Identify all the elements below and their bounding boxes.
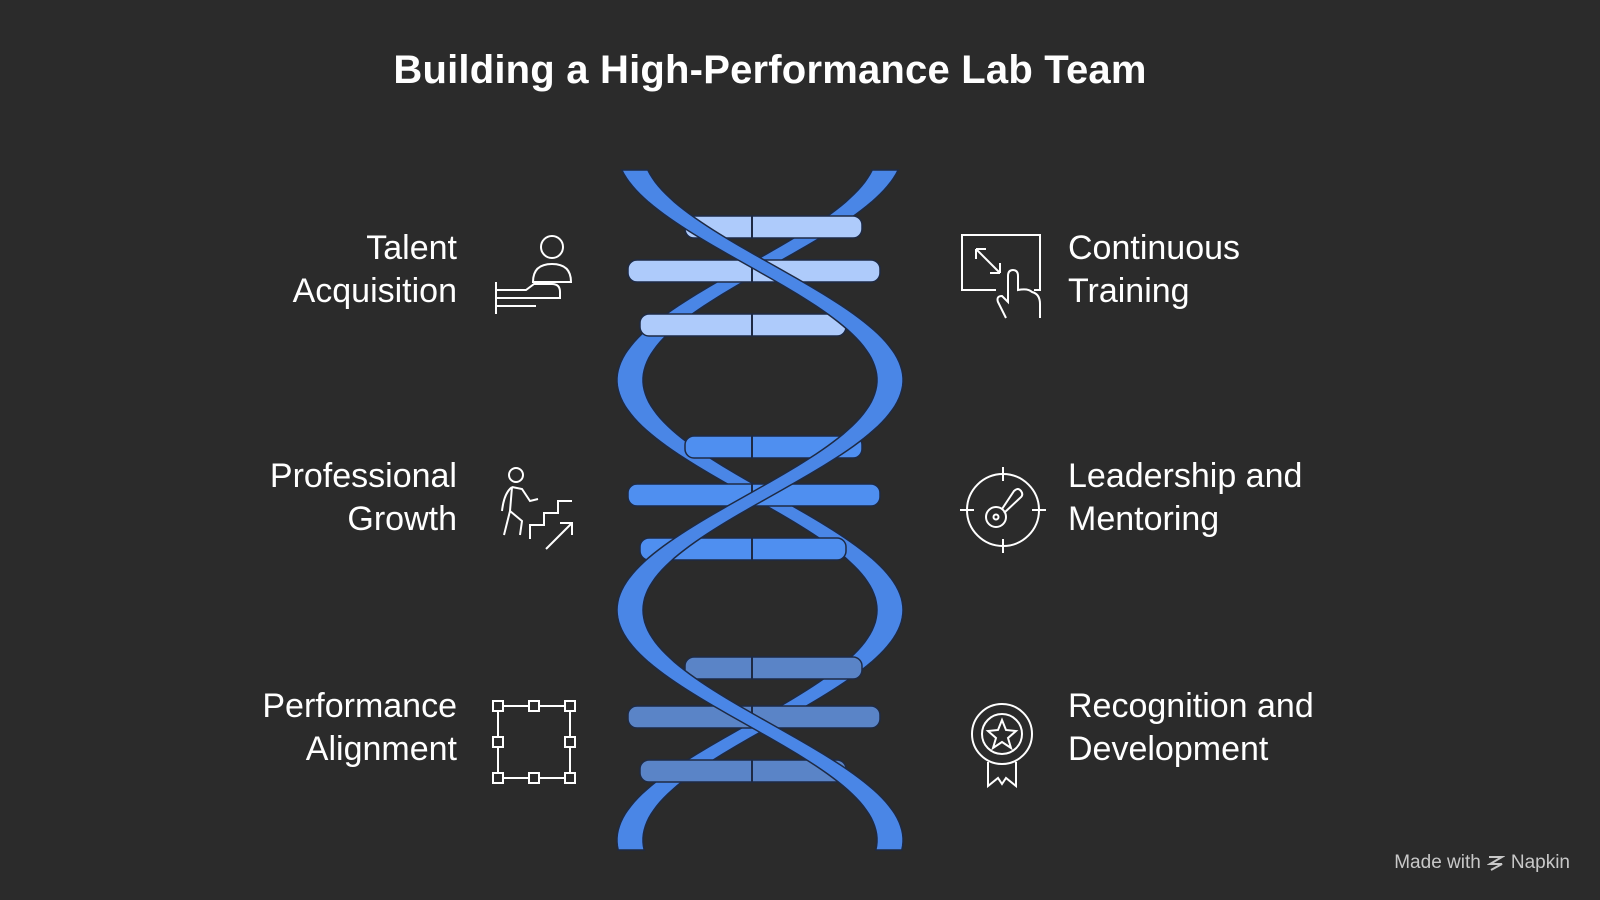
continuous-training-icon	[961, 234, 1041, 319]
label-continuous-training: Continuous Training	[1068, 229, 1241, 310]
dna-helix	[616, 169, 904, 851]
helix-rung	[639, 313, 847, 337]
talent-acquisition-icon	[495, 235, 573, 314]
label-talent-acquisition: Talent Acquisition	[292, 229, 457, 310]
diagram-title: Building a High-Performance Lab Team	[393, 48, 1147, 92]
footer-prefix: Made with	[1394, 852, 1481, 873]
professional-growth-icon	[501, 467, 573, 550]
label-professional-growth: Professional Growth	[269, 457, 457, 538]
label-performance-alignment: Performance Alignment	[262, 687, 457, 768]
label-leadership-mentoring: Leadership and Mentoring	[1068, 457, 1303, 538]
footer-brand: Napkin	[1510, 852, 1570, 873]
helix-rung	[684, 656, 863, 680]
label-recognition-development: Recognition and Development	[1068, 687, 1314, 768]
napkin-logo-icon	[1486, 856, 1505, 871]
recognition-development-icon	[971, 703, 1033, 789]
footer-credit: Made with Napkin	[1394, 852, 1570, 874]
leadership-mentoring-icon	[960, 467, 1046, 553]
performance-alignment-icon	[492, 700, 576, 784]
helix-strand-front	[616, 169, 904, 851]
helix-strand-back	[616, 169, 904, 851]
